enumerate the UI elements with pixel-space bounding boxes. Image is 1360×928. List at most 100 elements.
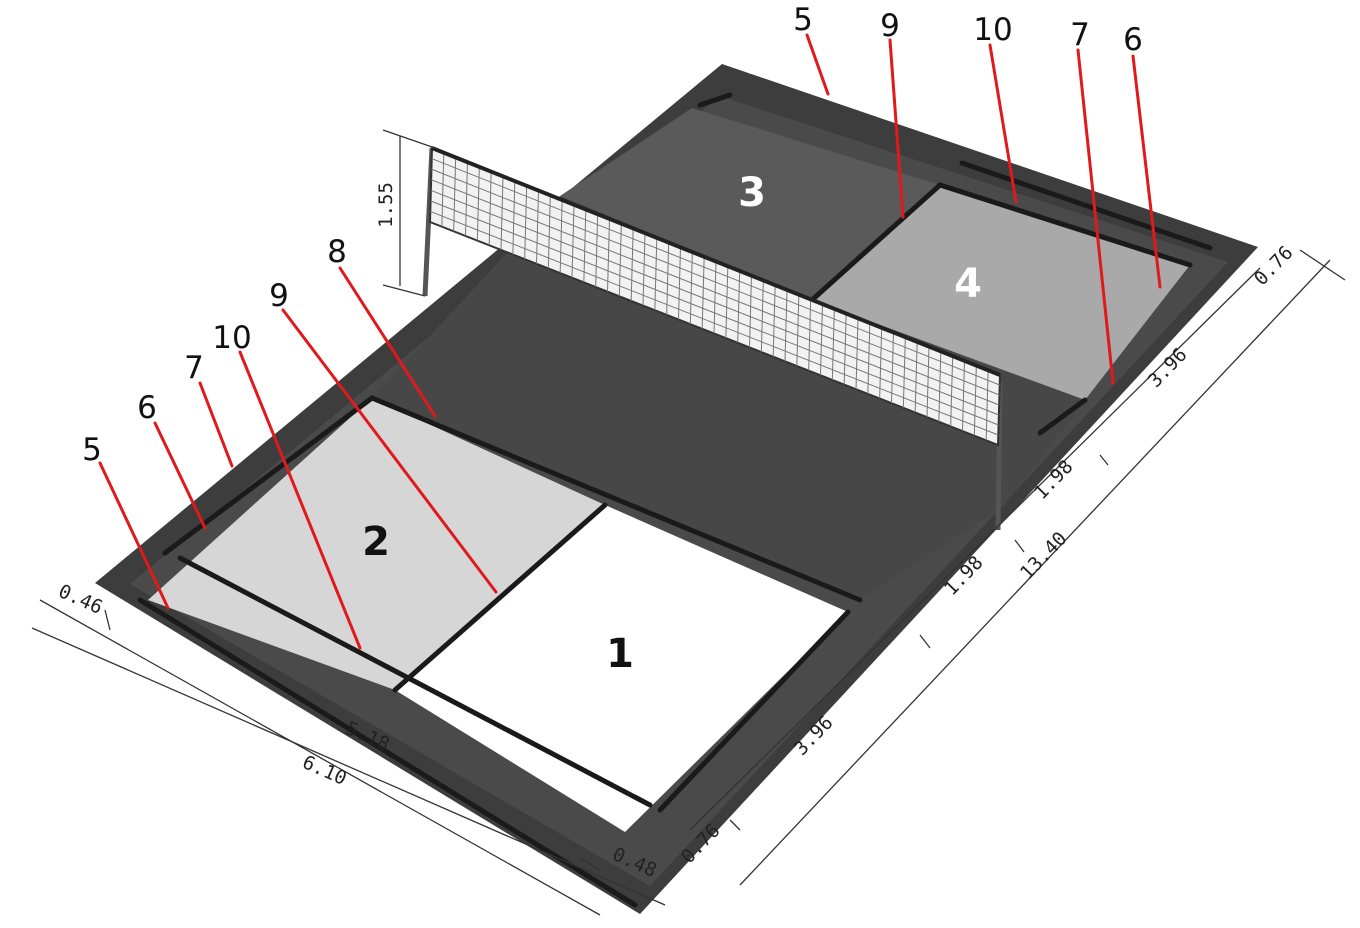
net-mesh-line bbox=[430, 179, 1000, 406]
leader-line bbox=[198, 381, 234, 468]
net-mesh-line bbox=[855, 318, 859, 390]
net-mesh-line bbox=[571, 204, 575, 278]
net-mesh-line bbox=[772, 285, 776, 357]
net-mesh-line bbox=[725, 266, 729, 339]
zone-1 bbox=[395, 505, 848, 832]
net-mesh-line bbox=[430, 210, 999, 436]
zone-label-4: 4 bbox=[954, 261, 982, 307]
net-mesh-line bbox=[962, 360, 965, 432]
court-line bbox=[959, 160, 1213, 251]
court-line bbox=[137, 597, 638, 908]
callout-number: 9 bbox=[269, 278, 289, 314]
zone-label-3: 3 bbox=[738, 170, 766, 216]
net-mesh-line bbox=[760, 280, 764, 353]
dim-back-right-top: 0.76 bbox=[1250, 242, 1298, 290]
net-mesh-line bbox=[642, 233, 646, 306]
leader-line bbox=[281, 308, 498, 594]
net-mesh-line bbox=[831, 308, 835, 380]
dim-net-height: 1.55 bbox=[375, 182, 397, 228]
callout-number: 10 bbox=[212, 320, 251, 356]
court-line bbox=[1037, 397, 1088, 436]
court-line bbox=[177, 555, 653, 808]
net-mesh-line bbox=[465, 162, 468, 236]
callout-number: 5 bbox=[793, 2, 813, 38]
leader-line bbox=[98, 461, 170, 610]
leader-line bbox=[153, 421, 207, 530]
net-mesh-line bbox=[430, 189, 1000, 416]
net-mesh-line bbox=[547, 195, 551, 269]
net-mesh-line bbox=[808, 299, 812, 371]
net-mesh-line bbox=[678, 247, 681, 320]
zone-3 bbox=[560, 108, 940, 300]
callout-number: 7 bbox=[184, 350, 204, 386]
net-mesh-line bbox=[559, 200, 563, 274]
net-mesh-line bbox=[784, 289, 788, 362]
callout-number: 8 bbox=[327, 234, 347, 270]
net-mesh-line bbox=[867, 322, 871, 394]
zone-label-1: 1 bbox=[606, 631, 634, 677]
net-height-dimension: 1.55 bbox=[375, 129, 436, 297]
net-mesh-line bbox=[431, 168, 1000, 396]
net-mesh-line bbox=[500, 176, 504, 250]
net-mesh-line bbox=[950, 356, 954, 427]
net-mesh-line bbox=[796, 294, 800, 367]
net-mesh-line bbox=[879, 327, 883, 399]
leader-line bbox=[238, 350, 362, 650]
net-mesh-line bbox=[820, 304, 823, 376]
callout-number: 6 bbox=[137, 390, 157, 426]
leader-line bbox=[888, 38, 905, 219]
net-mesh-line bbox=[926, 346, 930, 418]
net-mesh-line bbox=[512, 181, 516, 255]
net-mesh-line bbox=[607, 218, 610, 292]
net-mesh-line bbox=[524, 185, 528, 260]
court-line bbox=[657, 609, 851, 813]
court-line bbox=[697, 92, 733, 108]
net-mesh-line bbox=[583, 209, 587, 283]
net-mesh-line bbox=[476, 166, 480, 241]
court-line bbox=[937, 182, 1193, 268]
net-mesh-line bbox=[749, 275, 752, 348]
zone-4 bbox=[812, 185, 1190, 400]
net-mesh-line bbox=[689, 252, 693, 325]
net-mesh-line bbox=[701, 256, 705, 329]
court-line bbox=[809, 182, 943, 303]
leader-line bbox=[1076, 48, 1115, 385]
net-mesh-line bbox=[843, 313, 847, 385]
court-line bbox=[392, 502, 608, 693]
net-mesh-line bbox=[618, 223, 622, 297]
net-mesh-line bbox=[713, 261, 717, 334]
net-mesh-line bbox=[488, 171, 492, 246]
net-mesh-line bbox=[654, 237, 658, 311]
zone-neutral bbox=[372, 196, 1085, 600]
net-mesh-line bbox=[938, 351, 942, 422]
net-mesh-line bbox=[441, 152, 445, 227]
net-mesh-line bbox=[595, 214, 599, 288]
net-mesh-line bbox=[973, 365, 977, 436]
net-mesh-line bbox=[914, 341, 918, 413]
dim-length-total: 13.40 bbox=[1016, 528, 1072, 584]
leader-line bbox=[988, 43, 1018, 204]
callout-number: 10 bbox=[973, 12, 1012, 48]
callout-number: 9 bbox=[880, 8, 900, 44]
zone-label-2: 2 bbox=[362, 519, 390, 565]
net-mesh-line bbox=[430, 200, 999, 426]
net-mesh-line bbox=[891, 332, 894, 404]
leader-line bbox=[338, 266, 437, 418]
leader-line bbox=[1131, 54, 1162, 289]
net-mesh-line bbox=[630, 228, 634, 301]
net-mesh-line bbox=[453, 157, 457, 232]
callout-number: 6 bbox=[1123, 22, 1143, 58]
callout-number: 5 bbox=[82, 432, 102, 468]
zone-2 bbox=[148, 398, 605, 690]
net-mesh-line bbox=[536, 190, 539, 264]
dim-width-total: 6.10 bbox=[299, 751, 350, 790]
net-mesh-line bbox=[666, 242, 670, 315]
net bbox=[422, 146, 1003, 531]
leader-line bbox=[805, 33, 830, 96]
court-line bbox=[369, 395, 863, 603]
net-mesh-line bbox=[737, 270, 741, 343]
net-mesh-line bbox=[902, 337, 906, 408]
callout-number: 7 bbox=[1070, 17, 1090, 53]
